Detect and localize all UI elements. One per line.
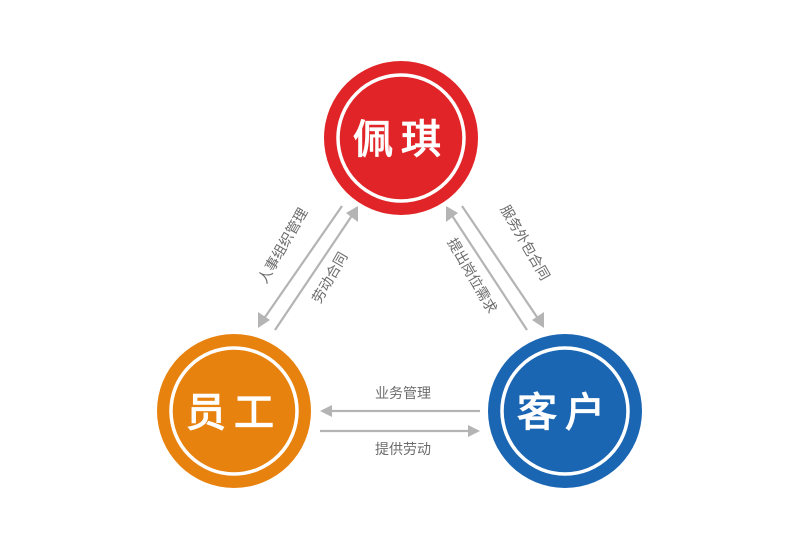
arrow-employee-to-client bbox=[320, 425, 480, 437]
node-peiqi-ring bbox=[336, 73, 466, 203]
node-employee-label: 员工 bbox=[186, 390, 282, 436]
node-client: 客户 bbox=[488, 334, 642, 488]
node-peiqi-label: 佩琪 bbox=[353, 117, 449, 163]
arrow-client-to-peiqi bbox=[446, 206, 528, 331]
arrow-peiqi-to-employee bbox=[258, 205, 343, 328]
node-client-ring bbox=[500, 346, 630, 476]
node-employee: 员工 bbox=[157, 334, 311, 488]
edge-label-hr-management: 人事组织管理 bbox=[256, 206, 312, 287]
arrow-employee-to-peiqi bbox=[274, 206, 358, 331]
node-peiqi: 佩琪 bbox=[324, 61, 478, 215]
edge-label-labor-contract: 劳动合同 bbox=[310, 250, 352, 306]
edge-label-provide-labor: 提供劳动 bbox=[375, 442, 431, 458]
edge-label-business-management: 业务管理 bbox=[375, 386, 431, 402]
node-client-label: 客户 bbox=[517, 390, 613, 436]
node-employee-ring bbox=[169, 346, 299, 476]
node-peiqi-circle bbox=[324, 61, 478, 215]
node-employee-circle bbox=[157, 334, 311, 488]
arrow-client-to-employee bbox=[320, 405, 480, 417]
arrow-peiqi-to-client bbox=[461, 205, 544, 328]
node-client-circle bbox=[488, 334, 642, 488]
